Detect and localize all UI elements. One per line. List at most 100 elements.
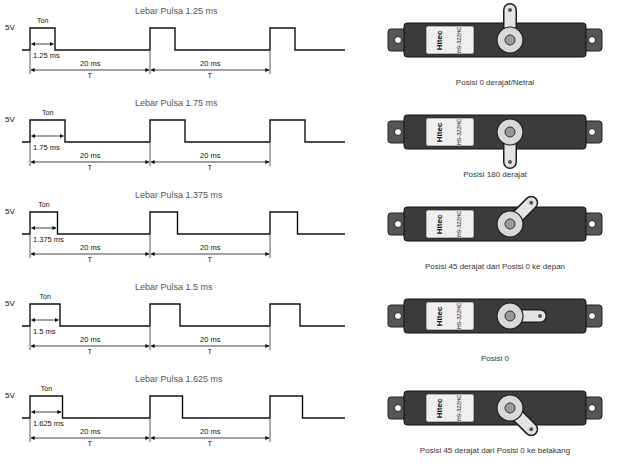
voltage-label: 5V [5,116,15,125]
ton-label: Ton [42,109,53,117]
period-symbol: T [88,164,93,172]
servo-horn [497,27,523,53]
brand-label: Hitec [436,122,445,142]
mounting-hole [395,37,402,44]
position-caption: Posisi 45 derajat dari Posisi 0 ke depan [405,263,585,272]
period-dimension [31,70,149,71]
voltage-label: 5V [5,208,15,217]
brand-label: Hitec [436,306,445,326]
mounting-hole [395,313,402,320]
period-symbol: T [208,256,213,264]
signal-row [22,115,602,166]
signal-title: Lebar Pulsa 1.25 ms [135,7,218,17]
signal-title: Lebar Pulsa 1.75 ms [135,99,218,109]
pulse-width-dimension [32,320,59,321]
voltage-label: 5V [5,392,15,401]
mounting-hole [589,221,596,228]
arm-hole [529,201,533,205]
pwm-waveform [22,304,345,326]
period-label: 20 ms [80,428,100,436]
period-label: 20 ms [80,244,100,252]
arm-hole [508,160,512,164]
extension-line [30,235,31,258]
mounting-hole [589,313,596,320]
pulse-width-label: 1.75 ms [33,144,60,152]
pulse-width-label: 1.625 ms [33,420,64,428]
servo-body [404,207,586,241]
extension-line [270,143,271,166]
extension-line [30,51,31,74]
pwm-waveform [22,28,345,50]
period-label: 20 ms [80,152,100,160]
model-label: HS-322HC [456,211,462,238]
brand-label: Hitec [436,30,445,50]
extension-line [150,327,151,350]
period-dimension [151,346,269,347]
brand-label: Hitec [436,214,445,234]
servo-sticker [426,118,474,146]
servo-sticker [426,210,474,238]
pulse-width-label: 1.25 ms [33,52,60,60]
extension-line [150,143,151,166]
extension-line [30,143,31,166]
horn-screw [505,127,515,137]
horn-screw [505,219,515,229]
pulse-width-label: 1.5 ms [33,328,56,336]
servo-horn [497,211,523,237]
mounting-hole [395,221,402,228]
pulse-width-dimension [32,412,62,413]
model-label: HS-322HC [456,27,462,54]
servo-body [404,391,586,425]
period-dimension [31,162,149,163]
period-label: 20 ms [200,336,220,344]
extension-line [270,419,271,442]
servo-horn [497,303,523,329]
servo-motor [388,299,602,333]
mounting-hole [589,129,596,136]
period-dimension [31,346,149,347]
period-symbol: T [208,72,213,80]
period-symbol: T [208,348,213,356]
position-caption: Posisi 0 derajat/Netral [405,79,585,88]
period-symbol: T [88,256,93,264]
period-label: 20 ms [200,244,220,252]
extension-line [270,235,271,258]
brand-label: Hitec [436,398,445,418]
period-label: 20 ms [80,60,100,68]
ton-label: Ton [41,385,52,393]
servo-horn [497,119,523,145]
arm-hole [538,314,542,318]
mounting-hole [395,405,402,412]
pulse-width-dimension [32,136,64,137]
signal-title: Lebar Pulsa 1.625 ms [135,375,223,385]
period-symbol: T [88,348,93,356]
ton-label: Ton [37,17,48,25]
servo-motor [388,8,602,57]
model-label: HS-322HC [456,395,462,422]
model-label: HS-322HC [456,119,462,146]
period-label: 20 ms [200,152,220,160]
voltage-label: 5V [5,300,15,309]
signal-row [22,201,602,258]
servo-sticker [426,302,474,330]
servo-sticker [426,26,474,54]
servo-body [404,115,586,149]
period-symbol: T [88,72,93,80]
voltage-label: 5V [5,24,15,33]
model-label: HS-322HC [456,303,462,330]
period-symbol: T [208,440,213,448]
mounting-hole [589,405,596,412]
arm-hole [508,8,512,12]
pwm-waveform [22,212,345,234]
extension-line [150,51,151,74]
horn-screw [505,403,515,413]
period-dimension [151,162,269,163]
signal-title: Lebar Pulsa 1.375 ms [135,191,223,201]
period-label: 20 ms [200,428,220,436]
signal-title: Lebar Pulsa 1.5 ms [135,283,213,293]
servo-body [404,23,586,57]
servo-motor [388,115,602,164]
position-caption: Posisi 0 [405,355,585,364]
